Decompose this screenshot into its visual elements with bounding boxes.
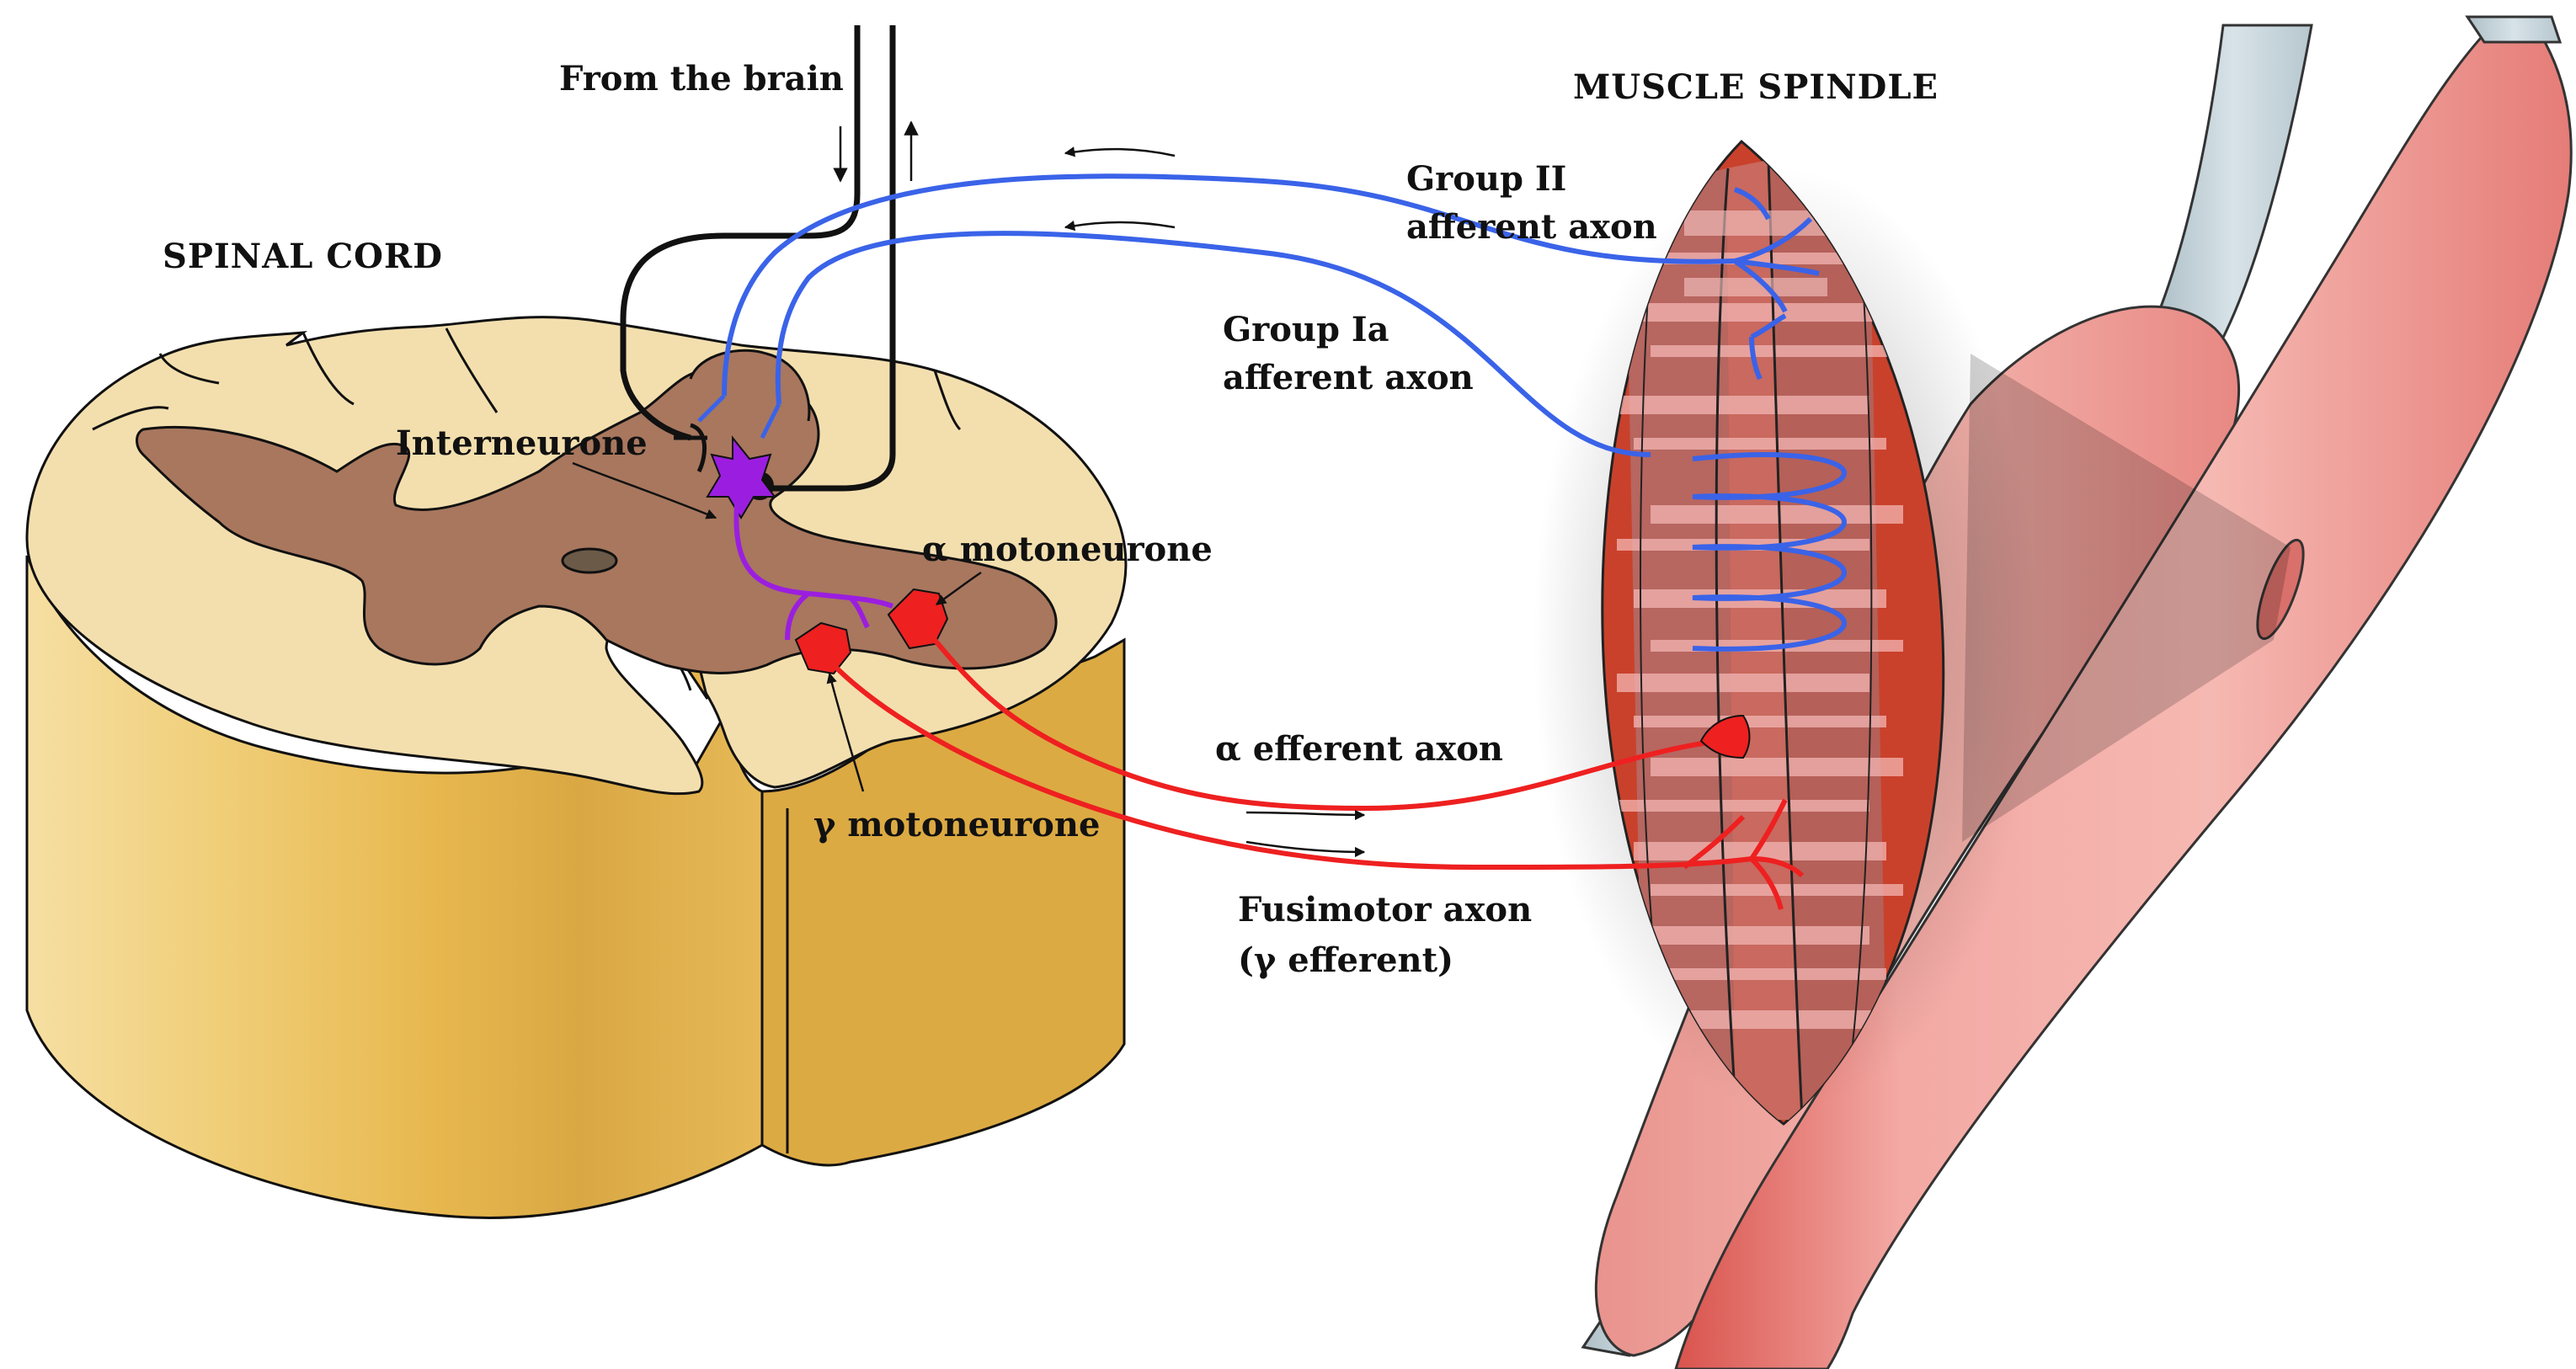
- alpha-efferent-axon: [932, 638, 1719, 812]
- label-group1a-line1: Group Ia: [1223, 310, 1389, 349]
- spindle-striation: [1634, 968, 1886, 980]
- label-muscle-spindle: MUSCLE SPINDLE: [1573, 67, 1939, 107]
- spindle-striations: [1617, 253, 1903, 1029]
- label-alpha-efferent: α efferent axon: [1215, 729, 1503, 769]
- alpha-end-plate: [1699, 714, 1751, 759]
- nerve-sheath-upper: [2154, 24, 2313, 356]
- label-spinal-cord: SPINAL CORD: [163, 237, 443, 276]
- fusimotor-axon: [831, 663, 1805, 910]
- alpha-motoneurone: [887, 588, 949, 650]
- spindle-striation: [1617, 396, 1869, 414]
- muscle-spindle: [1533, 139, 2038, 1126]
- spindle-striation: [1651, 345, 1903, 357]
- spindle-striation: [1617, 926, 1869, 945]
- descending-tract: [620, 25, 896, 492]
- label-interneurone: Interneurone: [396, 423, 648, 463]
- label-group1a-line2: afferent axon: [1223, 358, 1474, 397]
- spindle-striation: [1617, 674, 1869, 692]
- label-group2-line1: Group II: [1406, 159, 1566, 199]
- spindle-striation: [1651, 505, 1903, 524]
- central-canal: [561, 547, 618, 574]
- label-fusimotor-line2: (γ efferent): [1238, 940, 1453, 980]
- group2-afferent-axon: [722, 173, 1820, 397]
- spindle-striation: [1651, 758, 1903, 776]
- spindle-striation: [1651, 1010, 1903, 1029]
- fibre-cross-section: [2256, 538, 2305, 641]
- label-gamma-motoneurone: γ motoneurone: [813, 805, 1100, 844]
- flow-arrows: [572, 120, 1366, 858]
- spindle-striation: [1634, 438, 1886, 450]
- labels: From the brain SPINAL CORD MUSCLE SPINDL…: [163, 59, 1939, 980]
- gamma-motoneurone: [794, 621, 852, 675]
- spindle-striation: [1634, 303, 1886, 322]
- group1a-afferent-axon: [775, 231, 1847, 652]
- label-fusimotor-line1: Fusimotor axon: [1238, 890, 1532, 930]
- label-group2-line2: afferent axon: [1406, 207, 1657, 247]
- spindle-striation: [1634, 716, 1886, 727]
- label-alpha-motoneurone: α motoneurone: [922, 530, 1213, 569]
- label-from-the-brain: From the brain: [559, 59, 844, 99]
- interneurone: [706, 435, 894, 641]
- spindle-striation: [1617, 800, 1869, 812]
